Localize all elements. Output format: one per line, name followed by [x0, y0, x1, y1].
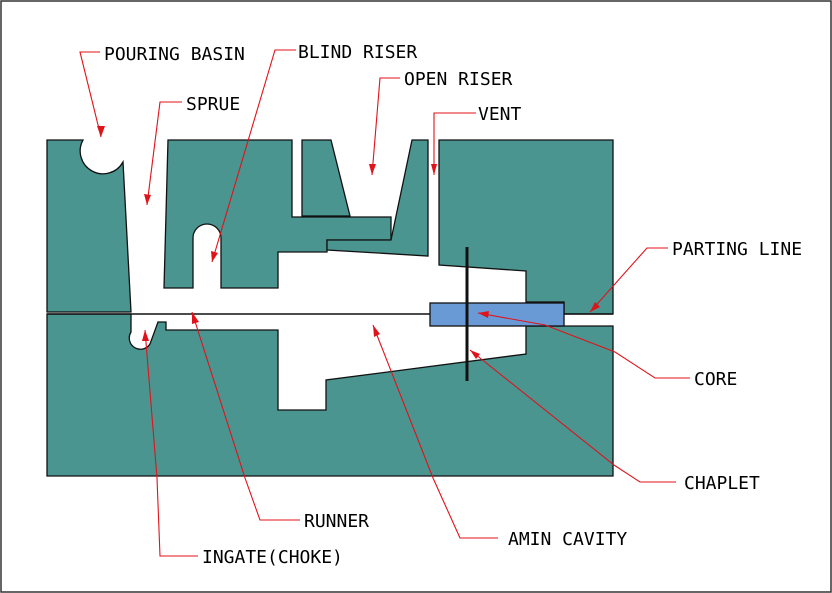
label-vent: VENT — [478, 104, 522, 125]
drag-block — [46, 313, 614, 477]
leader-parting-line — [589, 247, 668, 313]
leader-vent — [433, 112, 476, 175]
arrow-runner — [192, 312, 199, 324]
labels: POURING BASIN BLIND RISER OPEN RISER SPR… — [104, 42, 802, 568]
label-pouring-basin: POURING BASIN — [104, 44, 245, 65]
leader-lines — [79, 49, 690, 557]
arrow-sprue — [144, 194, 151, 205]
label-main-cavity: AMIN CAVITY — [508, 529, 627, 550]
arrow-vent — [431, 164, 437, 175]
arrow-chaplet — [470, 350, 480, 359]
arrow-heads — [97, 126, 600, 359]
label-runner: RUNNER — [304, 511, 369, 532]
leader-ingate — [144, 329, 198, 557]
cope — [46, 139, 614, 315]
cope-open-riser-left-block — [301, 139, 351, 217]
label-core: CORE — [694, 369, 737, 390]
arrow-main-cavity — [373, 325, 380, 337]
label-parting-line: PARTING LINE — [672, 239, 802, 260]
core — [429, 302, 565, 327]
arrow-blind-riser — [211, 251, 218, 262]
label-blind-riser: BLIND RISER — [298, 42, 417, 63]
leader-main-cavity — [372, 324, 498, 539]
leader-chaplet — [469, 349, 676, 483]
cope-open-riser-right-block — [326, 139, 429, 257]
leader-open-riser — [371, 77, 400, 176]
leader-runner — [191, 311, 300, 521]
label-open-riser: OPEN RISER — [404, 69, 513, 90]
label-chaplet: CHAPLET — [684, 473, 760, 494]
arrow-open-riser — [369, 164, 376, 175]
label-sprue: SPRUE — [186, 94, 240, 115]
drag — [46, 313, 614, 477]
leader-sprue — [146, 101, 182, 206]
arrow-ingate — [142, 330, 149, 341]
arrow-core — [478, 311, 489, 318]
cope-left-block — [46, 139, 132, 313]
leader-core — [477, 312, 690, 379]
arrow-pouring-basin — [97, 126, 105, 137]
leader-pouring-basin — [79, 51, 102, 138]
label-ingate: INGATE(CHOKE) — [202, 547, 343, 568]
arrow-parting-line — [590, 302, 600, 312]
leader-blind-riser — [211, 49, 296, 263]
